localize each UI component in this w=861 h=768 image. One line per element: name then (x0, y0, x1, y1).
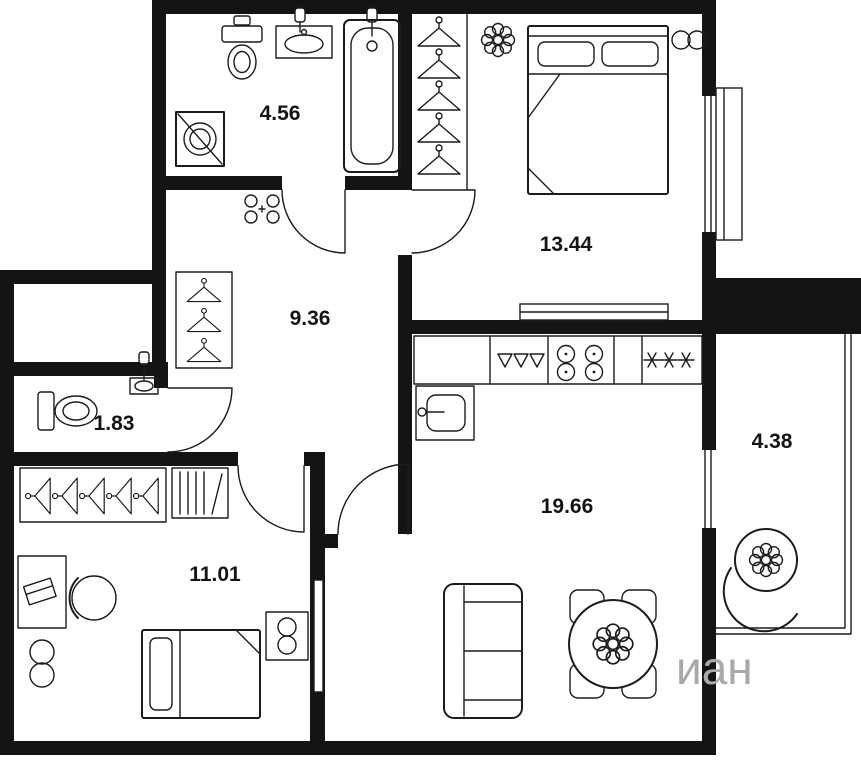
wc-sink-icon (129, 351, 159, 395)
burner-knobs-icon (497, 353, 545, 368)
bathroom-sink-icon (275, 25, 333, 59)
room-area-label-wc: 1.83 (94, 412, 135, 435)
wardrobe-hangers-icon (417, 13, 468, 191)
single-bed-icon (141, 629, 261, 719)
faucet-icon (294, 7, 378, 37)
wc-toilet-icon (37, 391, 98, 431)
windows (519, 87, 852, 635)
watermark-text: иан (676, 642, 753, 694)
door-arc-icon (337, 463, 409, 535)
double-bed-icon (527, 25, 669, 195)
washing-machine-icon (175, 111, 225, 167)
hob-icon (556, 344, 604, 382)
flower-icon (480, 22, 516, 58)
room-area-label-bathroom: 4.56 (260, 102, 301, 125)
balcony-table-icon (734, 528, 798, 592)
dresser-icon (265, 611, 309, 661)
coat-rack-icon (175, 271, 233, 369)
kitchen-sink-icon (415, 385, 475, 441)
dining-table-icon (568, 599, 658, 689)
window-icon (704, 95, 712, 233)
bedroom-transom-window-icon (519, 303, 669, 321)
desk-chair-icon (68, 575, 117, 621)
room-area-label-kitchen-living: 19.66 (541, 495, 594, 518)
desk-icon (17, 555, 67, 629)
balcony-door-icon (704, 449, 712, 529)
room-area-label-bedroom: 13.44 (540, 233, 593, 256)
kitchen-counter (413, 335, 703, 385)
door-arc-icon (237, 465, 305, 533)
sconce-icon (671, 30, 707, 50)
balcony-chair-icon (722, 567, 798, 633)
doors (167, 189, 476, 535)
sofa-icon (443, 583, 523, 719)
bookshelf-icon (171, 467, 229, 519)
closet-hangers-icon (19, 467, 167, 523)
tv-icon (313, 579, 324, 693)
door-arc-icon (167, 387, 233, 453)
room-area-label-balcony: 4.38 (752, 430, 793, 453)
door-arc-icon (281, 189, 346, 254)
door-arc-icon (411, 189, 476, 254)
stool-icon (29, 639, 55, 688)
toilet-icon (221, 15, 263, 80)
balcony-glazing-icon (715, 333, 852, 635)
stove-icon (244, 194, 280, 224)
bay-shaft (715, 87, 743, 241)
bathtub-icon (343, 19, 401, 173)
room-area-label-hallway: 9.36 (290, 307, 331, 330)
room-area-label-kids-room: 11.01 (189, 563, 241, 586)
vent-stars-icon (643, 352, 695, 368)
